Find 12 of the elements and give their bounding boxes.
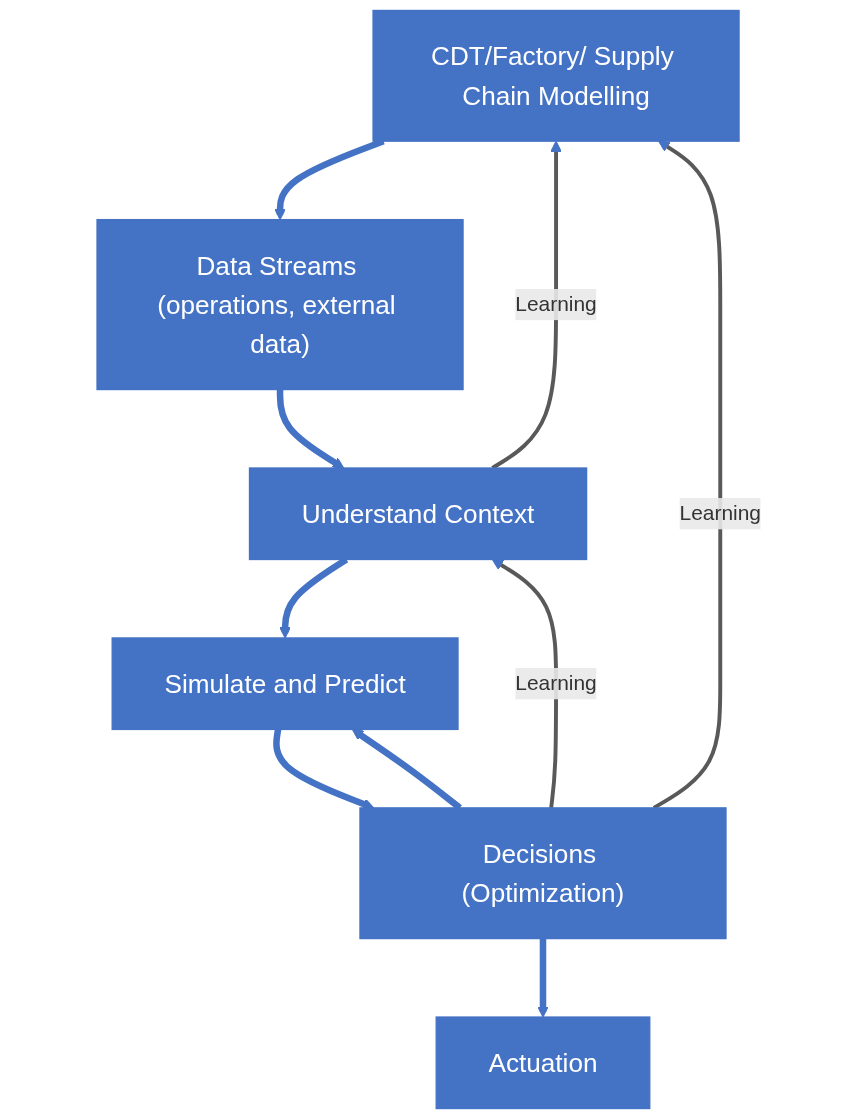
node-box: CDT/Factory/ Supply Chain Modelling [372, 9, 740, 142]
node-box: Actuation [435, 1016, 651, 1110]
node-box: Understand Context [248, 467, 588, 561]
edge-label: Learning [515, 292, 597, 316]
arrow [276, 389, 345, 469]
node-box: Data Streams (operations, external data) [96, 218, 464, 391]
node-box: Simulate and Predict [111, 637, 459, 731]
arrow [537, 938, 549, 1018]
edge-label: Learning [679, 501, 761, 525]
arrow [491, 559, 558, 809]
edge-label: Learning [515, 671, 597, 695]
node-box: Decisions (Optimization) [359, 807, 727, 940]
